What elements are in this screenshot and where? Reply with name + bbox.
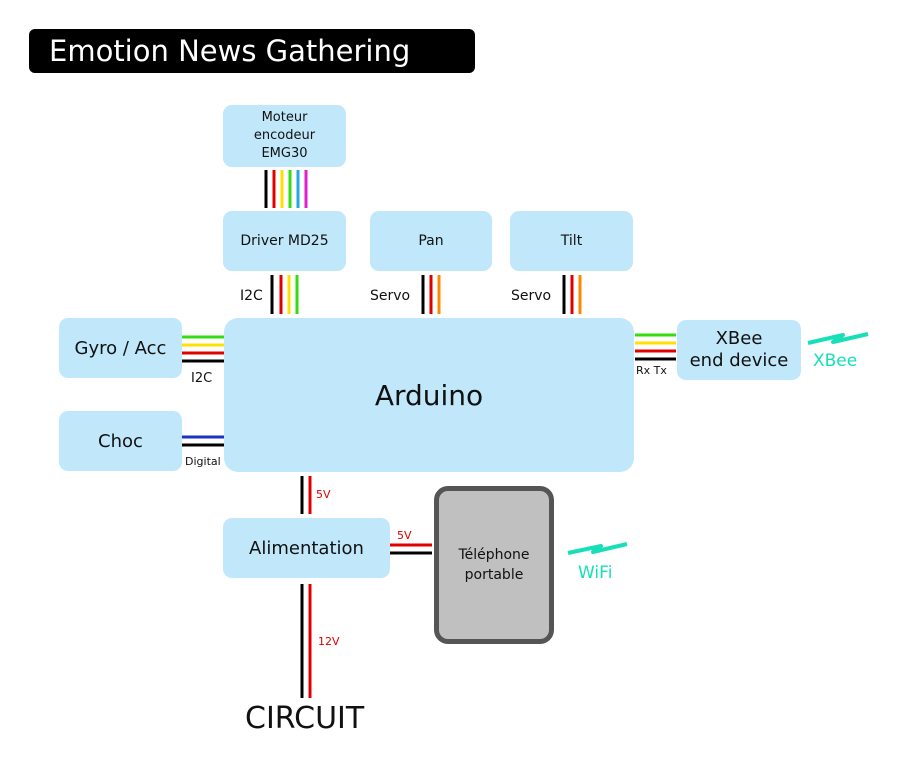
wire-bundle-12v <box>300 584 312 698</box>
servo-pan-label: Servo <box>370 288 411 304</box>
arduino-box: Arduino <box>224 318 634 472</box>
servo-tilt-label: Servo <box>511 288 552 304</box>
wire-bundle-servo-tilt <box>562 275 582 314</box>
phone-box: Téléphone portable <box>434 486 554 644</box>
diagram-title: Emotion News Gathering <box>29 29 475 73</box>
12v-label: 12V <box>318 635 340 648</box>
xbee-box: XBee end device <box>677 320 801 380</box>
wifi-signal-icon <box>567 542 628 555</box>
wifi-wireless-label: WiFi <box>578 563 613 583</box>
pan-box: Pan <box>370 211 492 271</box>
wire-bundle-i2c-driver <box>270 275 299 314</box>
motor-encoder-box: Moteur encodeur EMG30 <box>223 105 346 167</box>
power-supply-box: Alimentation <box>223 518 390 578</box>
wire-bundle-digital <box>182 435 224 447</box>
i2c-driver-label: I2C <box>240 288 263 304</box>
wire-bundle-servo-pan <box>421 275 441 314</box>
digital-label: Digital <box>185 455 221 468</box>
wire-bundle-motor-driver <box>264 170 308 208</box>
wire-bundle-5v-arduino <box>300 476 312 514</box>
rxtx-label: Rx Tx <box>636 364 667 377</box>
driver-box: Driver MD25 <box>223 211 346 271</box>
circuit-label: CIRCUIT <box>245 701 365 736</box>
5v-phone-label: 5V <box>397 529 412 542</box>
tilt-box: Tilt <box>510 211 633 271</box>
gyro-acc-box: Gyro / Acc <box>59 318 182 378</box>
choc-box: Choc <box>59 411 182 471</box>
xbee-signal-icon <box>807 332 869 345</box>
wire-bundle-i2c-gyro <box>182 335 224 363</box>
wire-bundle-5v-phone <box>390 543 432 555</box>
xbee-wireless-label: XBee <box>813 351 858 371</box>
5v-arduino-label: 5V <box>316 488 331 501</box>
wire-bundle-rxtx <box>635 333 676 361</box>
i2c-gyro-label: I2C <box>191 371 213 386</box>
